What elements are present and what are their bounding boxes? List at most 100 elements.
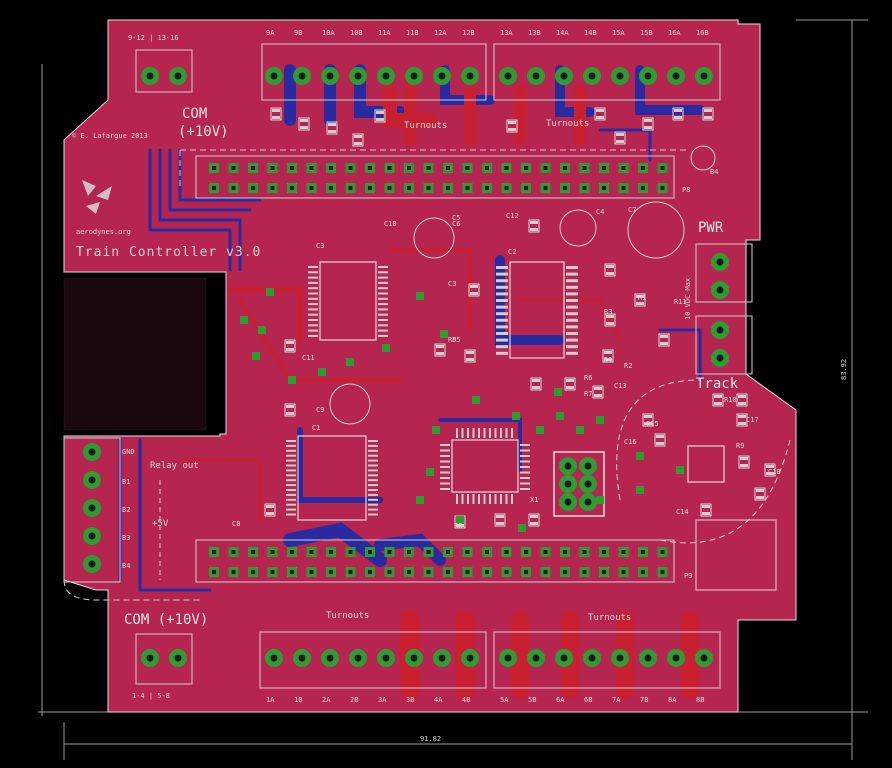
terminal-pad-bottom-right-drill xyxy=(672,654,680,662)
ic-mcu-pin xyxy=(483,428,486,438)
smd-passive-pad xyxy=(636,295,644,298)
ic-c2-pin xyxy=(496,299,508,302)
terminal-pad-top-left-drill xyxy=(354,72,362,80)
ic-c2-pin xyxy=(496,351,508,355)
smd-passive xyxy=(634,293,646,307)
connector-pin-label: 14A xyxy=(556,29,569,37)
ic-c3-pin xyxy=(378,313,388,316)
ic-c2-pin xyxy=(496,312,508,316)
header-pin-top-drill xyxy=(641,186,645,190)
terminal-pad-bottom-right-drill xyxy=(616,654,624,662)
ic-c3-pin xyxy=(378,329,388,332)
ic-c1-pin xyxy=(286,489,296,491)
smd-passive-pad xyxy=(376,111,384,114)
header-pin-top-drill xyxy=(485,166,489,170)
smd-passive xyxy=(738,455,750,469)
terminal-pad-bottom-right-drill xyxy=(532,654,540,662)
turnouts-bottom-left-label: Turnouts xyxy=(326,611,369,621)
designator-r9: R9 xyxy=(736,442,744,450)
smd-passive xyxy=(506,119,518,133)
terminal-pad-top-left-drill xyxy=(270,72,278,80)
smd-passive-pad xyxy=(470,285,478,288)
ic-mcu-pin xyxy=(440,460,450,463)
terminal-pad-top-left-drill xyxy=(382,72,390,80)
website-text: aerodynes.org xyxy=(76,228,131,236)
header-pin-top-drill xyxy=(348,166,353,170)
connector-pin-label: 5B xyxy=(528,696,536,704)
ic-c1-pin xyxy=(368,503,378,506)
header-pin-top-drill xyxy=(329,166,333,170)
header-pin-bottom-drill xyxy=(387,570,392,574)
terminal-pad-com-bottom-drill xyxy=(146,654,154,662)
smd-passive-pad xyxy=(596,116,604,119)
smd-passive-pad xyxy=(604,351,612,354)
isp-header-pad-drill xyxy=(584,498,592,506)
ic-c1-pin xyxy=(286,449,296,452)
pad-grid xyxy=(83,67,729,667)
ic-c2-pin xyxy=(566,318,578,322)
connector-pin-label: 9A xyxy=(266,29,275,37)
ic-c1-pin xyxy=(368,513,378,516)
smd-passive xyxy=(270,107,282,121)
designator-c4: C4 xyxy=(596,208,604,216)
via xyxy=(258,326,266,334)
ic-c3-pin xyxy=(308,271,318,274)
header-pin-top-drill xyxy=(329,186,333,190)
header-pin-top-drill xyxy=(387,186,392,190)
terminal-pad-bottom-right-drill xyxy=(560,654,568,662)
ic-c2-pin xyxy=(566,305,578,309)
ic-c2-pin xyxy=(566,338,578,342)
via xyxy=(416,496,424,504)
connector-pin-label: 2A xyxy=(322,696,331,704)
smd-passive-pad xyxy=(644,415,652,418)
ic-c1-pin xyxy=(368,449,378,452)
smd-passive-pad xyxy=(756,496,764,499)
ic-c3-pin xyxy=(308,329,318,332)
ic-mcu-pin xyxy=(456,428,458,438)
five-volt-label: +5V xyxy=(152,519,169,529)
relay-pin-label: B3 xyxy=(122,534,130,542)
ic-mcu-pin xyxy=(440,482,450,485)
header-pin-top-drill xyxy=(231,186,236,190)
smd-passive-pad xyxy=(328,123,336,126)
ic-c1-pin xyxy=(286,444,296,447)
smd-passive-pad xyxy=(704,109,712,112)
header-pin-bottom-drill xyxy=(309,550,314,554)
via xyxy=(596,416,604,424)
header-pin-bottom-drill xyxy=(212,550,216,554)
height-dimension: 83.92 xyxy=(840,359,848,380)
connector-pin-label: 16A xyxy=(668,29,681,37)
connector-pin-label: 6A xyxy=(556,696,565,704)
designator-p8: P8 xyxy=(682,186,690,194)
ic-c1-pin xyxy=(368,484,378,487)
header-pin-bottom-drill xyxy=(446,550,450,554)
header-pin-top-drill xyxy=(231,166,236,170)
smd-passive xyxy=(764,463,776,477)
smd-passive-pad xyxy=(616,133,624,136)
terminal-pad-bottom-right-drill xyxy=(504,654,512,662)
ic-c2-pin xyxy=(496,332,508,335)
ic-c3-pin xyxy=(308,313,318,316)
header-pin-bottom-drill xyxy=(524,570,528,574)
ic-c3-pin xyxy=(378,281,388,284)
ic-c2-pin xyxy=(566,285,578,289)
smd-passive-pad xyxy=(272,109,280,112)
ic-mcu-pin xyxy=(494,494,497,504)
header-pin-top-drill xyxy=(465,186,470,190)
smd-passive-pad xyxy=(766,472,774,475)
header-pin-bottom-drill xyxy=(368,550,372,554)
smd-passive-pad xyxy=(674,116,682,119)
ic-mcu-pin xyxy=(520,482,530,485)
terminal-pad-top-right-drill xyxy=(560,72,568,80)
connector-pin-label: 1A xyxy=(266,696,275,704)
smd-passive-pad xyxy=(466,358,474,361)
ic-c2-pin xyxy=(566,266,578,269)
header-pin-bottom-drill xyxy=(641,550,645,554)
header-pin-bottom-drill xyxy=(504,550,509,554)
connector-pin-label: 7B xyxy=(640,696,648,704)
smd-passive-pad xyxy=(644,422,652,425)
smd-passive-pad xyxy=(702,512,710,515)
via xyxy=(512,412,520,420)
header-pin-bottom-drill xyxy=(231,550,236,554)
